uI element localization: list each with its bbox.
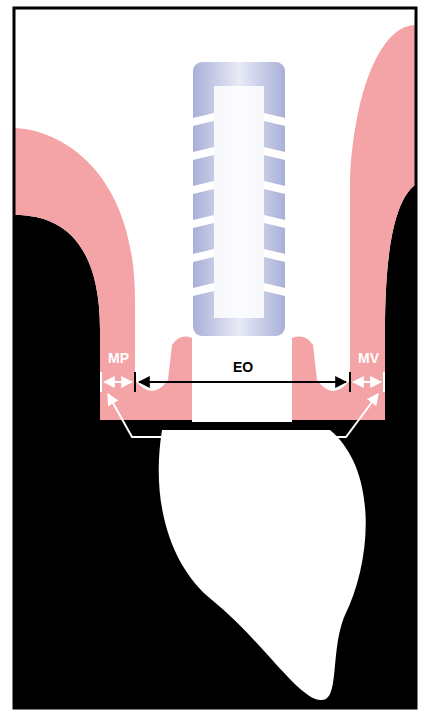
implant-threads bbox=[193, 113, 285, 296]
tick bbox=[134, 372, 136, 392]
gingiva-right bbox=[292, 25, 415, 420]
crown bbox=[159, 430, 366, 700]
dimension-label: MP bbox=[108, 350, 129, 366]
mp-arrow bbox=[104, 381, 132, 383]
bracket-line bbox=[108, 394, 378, 437]
gingiva-left bbox=[15, 128, 192, 420]
frame bbox=[14, 8, 416, 708]
tick bbox=[100, 372, 102, 392]
implant-core bbox=[214, 86, 264, 318]
abutment bbox=[192, 336, 292, 422]
tick bbox=[349, 372, 351, 392]
tick bbox=[383, 372, 385, 392]
mv-arrow bbox=[353, 381, 381, 383]
dimension-label: MV bbox=[358, 350, 379, 366]
dimension-label: EO bbox=[233, 359, 253, 375]
eo-arrow bbox=[139, 381, 346, 383]
implant-body bbox=[193, 62, 285, 336]
